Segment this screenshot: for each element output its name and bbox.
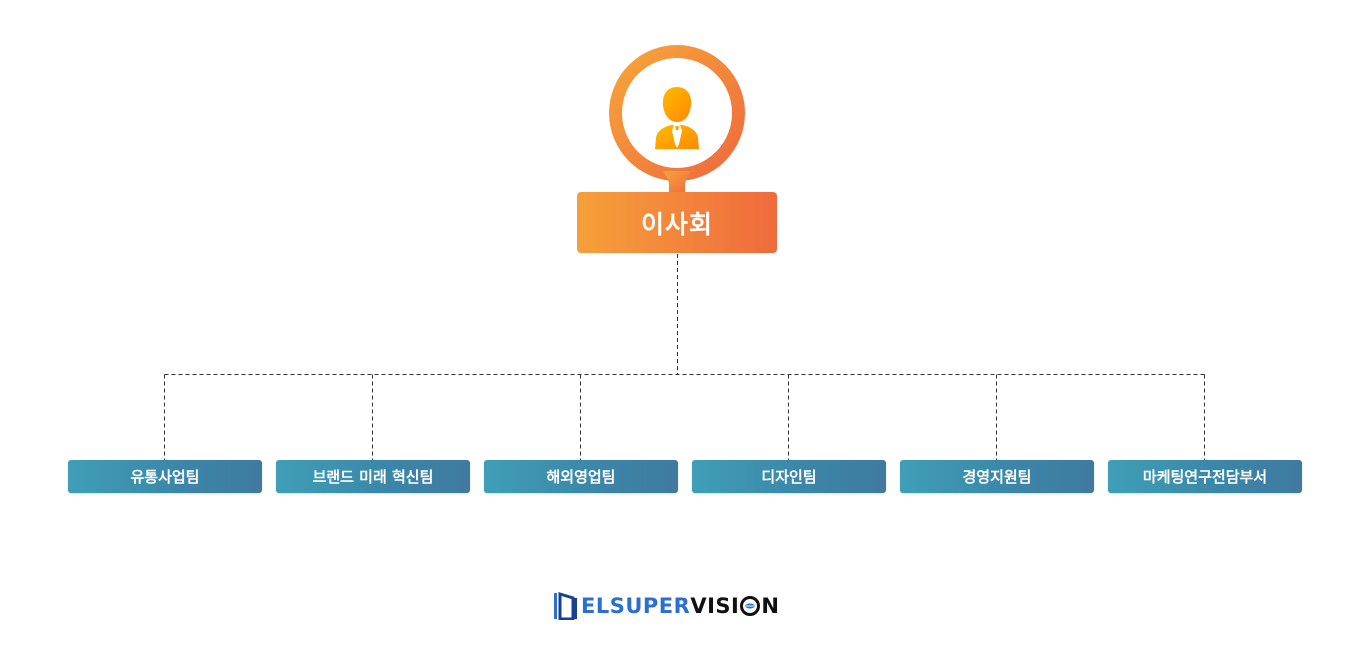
team-label: 유통사업팀 [130,468,200,486]
team-node-management-support[interactable]: 경영지원팀 [900,460,1094,493]
team-node-marketing-research[interactable]: 마케팅연구전담부서 [1108,460,1302,493]
logo-text-visi: VISI [690,594,740,618]
board-label: 이사회 [640,209,713,239]
team-label: 마케팅연구전담부서 [1142,468,1268,486]
logo-text-super: SUPER [609,594,691,618]
logo-wordmark: ELSUPERVISI N [581,592,779,620]
team-node-brand-innovation[interactable]: 브랜드 미래 혁신팀 [276,460,470,493]
person-with-tie-icon [655,87,699,149]
logo-text-el: EL [581,594,610,618]
team-label: 브랜드 미래 혁신팀 [312,468,434,486]
team-label: 경영지원팀 [962,468,1032,486]
team-node-distribution[interactable]: 유통사업팀 [68,460,262,493]
team-node-design[interactable]: 디자인팀 [692,460,886,493]
team-node-overseas-sales[interactable]: 해외영업팀 [484,460,678,493]
team-label: 해외영업팀 [546,468,616,486]
board-node-shape [577,45,777,253]
logo-door-icon [553,591,579,621]
board-node[interactable]: 이사회 [577,45,777,254]
logo-text-n: N [761,594,780,618]
company-logo: ELSUPERVISI N [553,590,813,622]
team-label: 디자인팀 [761,468,817,486]
logo-globe-icon [740,595,761,616]
